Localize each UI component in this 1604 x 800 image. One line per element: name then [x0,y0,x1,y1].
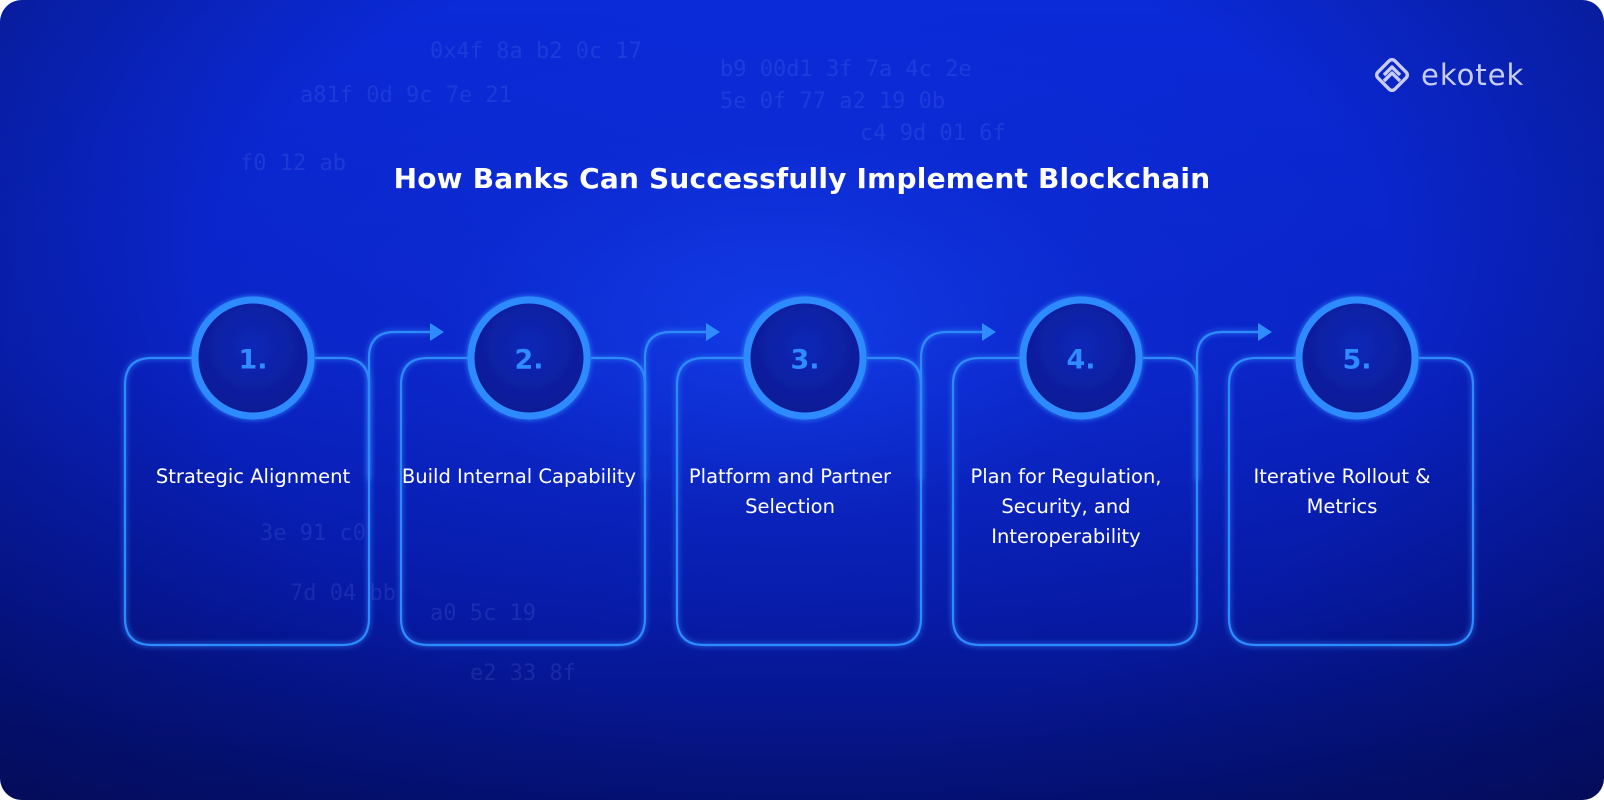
step-label-3: Platform and Partner Selection [688,465,892,518]
connector-1-2 [367,330,432,480]
step-number-5: 5. [1342,345,1371,376]
arrowhead-3-4 [982,323,996,341]
step-label-1: Strategic Alignment [155,465,351,488]
arrowhead-1-2 [430,323,444,341]
step-number-2: 2. [514,345,543,376]
card-outline-3 [675,356,923,647]
connector-3-4 [919,330,984,480]
card-outline-2 [399,356,647,647]
card-outline-4 [951,356,1199,647]
step-circle-5 [1295,296,1419,420]
brand-name: ekotek [1421,58,1525,92]
brand-logo: ekotek [1372,54,1524,96]
card-outline-5 [1227,356,1475,647]
card-outline-1 [123,356,371,647]
step-circle-1 [191,296,315,420]
ekotek-logo-icon [1374,57,1410,93]
arrowhead-2-3 [706,323,720,341]
page-title: How Banks Can Successfully Implement Blo… [393,162,1211,195]
step-number-1: 1. [238,345,267,376]
step-label-5: Iterative Rollout & Metrics [1253,465,1431,518]
step-label-4: Plan for Regulation, Security, and Inter… [970,465,1162,548]
step-number-4: 4. [1066,345,1095,376]
step-circle-3 [743,296,867,420]
connector-4-5 [1195,330,1260,480]
step-circle-4 [1019,296,1143,420]
arrowhead-4-5 [1258,323,1272,341]
step-label-2: Build Internal Capability [401,465,637,488]
connector-2-3 [643,330,708,480]
step-number-3: 3. [790,345,819,376]
step-circle-2 [467,296,591,420]
